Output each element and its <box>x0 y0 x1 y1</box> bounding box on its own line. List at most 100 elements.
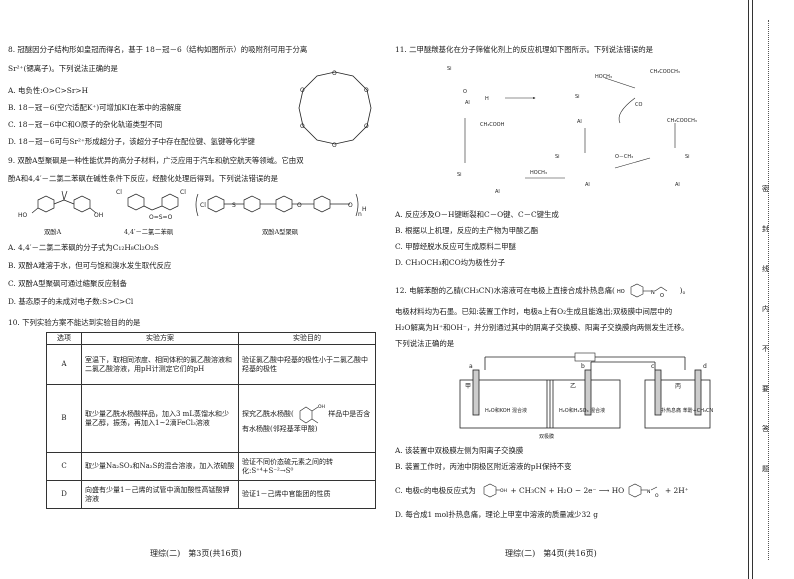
svg-text:Al: Al <box>495 189 500 195</box>
table-row: D 向盛有少量1－己烯的试管中滴加酸性高锰酸钾溶液 验证1－己烯中官能团的性质 <box>46 480 376 509</box>
table-cell: 验证1－己烯中官能团的性质 <box>238 480 376 509</box>
q12-stem-line2: 电极材料均为石墨。已知:装置工作时，电极a上有O₂生成且能逸出;双极膜中间层中的 <box>395 307 673 316</box>
row-b-goal-part2: 样品中是否含有水杨酸(邻羟基苯甲酸) <box>242 410 371 433</box>
electrolysis-apparatus: a b c d 甲 乙 丙 H₂O和KOH 混合液 H₂O和H₂SO₄ 混合液 … <box>459 352 714 440</box>
q10-table: 选项 实验方案 实验目的 A 室温下，取相同浓度、相同体积的氯乙酸溶液和二氯乙酸… <box>46 332 376 509</box>
svg-text:Al: Al <box>577 119 582 125</box>
right-page: 11. 二甲醚羰基化在分子筛催化剂上的反应机理如下图所示。下列说法错误的是 Si… <box>395 0 740 579</box>
q8-stem-line1: 8. 冠醚因分子结构形如皇冠而得名，基于 18－冠－6（结构如图所示）的吸附剂可… <box>8 45 308 54</box>
svg-text:O: O <box>297 202 302 209</box>
svg-text:O: O <box>364 87 369 94</box>
seal-char: 题 <box>762 465 769 473</box>
label-hoch3: HOCH₃ <box>595 74 612 80</box>
cell-jia-label: 甲 <box>465 383 471 390</box>
q11-mechanism-diagram: Si O H Al HOCH₃ CH₃COOCH₃ CH₃COOH CO HOC… <box>447 66 697 195</box>
svg-text:O: O <box>364 123 369 130</box>
seal-char: 要 <box>762 385 769 393</box>
phenol-structure: OH <box>483 483 507 498</box>
q11-stem: 11. 二甲醚羰基化在分子筛催化剂上的反应机理如下图所示。下列说法错误的是 <box>395 45 653 54</box>
q9-stem-line1: 9. 双酚A型聚砜是一种性能优异的高分子材料，广泛应用于汽车和航空航天等领域。它… <box>8 156 304 165</box>
q12-stem-part2: )。 <box>679 286 690 295</box>
q8-stem-line2: Sr²⁺(锶离子)。下列说法正确的是 <box>8 64 118 73</box>
q10-stem: 10. 下列实验方案不能达到实验目的的是 <box>8 318 141 327</box>
svg-text:O=S=O: O=S=O <box>149 214 173 221</box>
left-page: 8. 冠醚因分子结构形如皇冠而得名，基于 18－冠－6（结构如图所示）的吸附剂可… <box>0 0 390 579</box>
table-cell: 取少量Na₂SO₃和Na₂S的混合溶液，加入浓硫酸 <box>81 452 239 481</box>
svg-text:Cl: Cl <box>180 189 186 196</box>
q9-option-a: A. 4,4′－二氯二苯砜的分子式为C₁₂H₈Cl₂O₂S <box>8 243 159 252</box>
q12-option-c-part3: + 2H⁺ <box>664 486 689 495</box>
label-polysulfone: 双酚A型聚砜 <box>262 229 299 236</box>
table-cell: 验证氯乙酸中羟基的极性小于二氯乙酸中羟基的极性 <box>238 344 376 385</box>
seal-dotted-line <box>768 20 770 560</box>
svg-text:Si: Si <box>555 154 560 160</box>
label-hoch3-2: HOCH₃ <box>530 170 547 176</box>
svg-text:Si: Si <box>575 94 580 100</box>
q11-option-c: C. 甲醇经脱水反应可生成原料二甲醚 <box>395 242 516 251</box>
q12-option-c-part1: C. 电极c的电极反应式为 <box>395 486 476 495</box>
q9-option-b: B. 双酚A难溶于水，但可与饱和溴水发生取代反应 <box>8 261 172 270</box>
svg-text:O: O <box>300 87 305 94</box>
svg-text:S: S <box>232 202 236 209</box>
q8-option-a: A. 电负性:O>C>Sr>H <box>8 86 89 95</box>
q8-option-c: C. 18－冠－6中C和O原子的杂化轨道类型不同 <box>8 120 163 129</box>
svg-text:O: O <box>660 293 664 299</box>
table-row: A 室温下，取相同浓度、相同体积的氯乙酸溶液和二氯乙酸溶液，用pH计测定它们的p… <box>46 344 376 385</box>
svg-text:OH: OH <box>94 212 103 219</box>
q9-option-d: D. 基态原子的未成对电子数:S>C>Cl <box>8 297 134 306</box>
solution-jia: H₂O和KOH 混合液 <box>485 407 527 414</box>
table-cell: C <box>46 452 82 481</box>
svg-text:Cl: Cl <box>116 189 122 196</box>
page-footer-right: 理综(二) 第4页(共16页) <box>505 549 597 558</box>
seal-char: 封 <box>762 225 769 233</box>
svg-text:Al: Al <box>585 182 590 188</box>
table-cell: D <box>46 480 82 509</box>
svg-text:N: N <box>647 489 650 495</box>
svg-text:Si: Si <box>457 172 462 178</box>
svg-text:O: O <box>300 123 305 130</box>
table-cell: 向盛有少量1－己烯的试管中滴加酸性高锰酸钾溶液 <box>81 480 239 509</box>
table-header: 实验目的 <box>238 332 376 345</box>
table-cell: 探究乙酰水杨酸( OH 样品中是否含有水杨酸(邻羟基苯甲酸) <box>238 384 376 453</box>
q12-option-d: D. 每合成1 mol扑热息痛，理论上甲室中溶液的质量减少32 g <box>395 510 598 519</box>
label-bisphenol-a: 双酚A <box>44 229 62 236</box>
table-row: B 取少量乙酰水杨酸样品，加入3 mL蒸馏水和少量乙醇，振荡，再加入1~2滴Fe… <box>46 384 376 453</box>
label-ch3cooch3-2: CH₃COOCH₃ <box>667 118 697 124</box>
label-ch3cooch3: CH₃COOCH₃ <box>650 69 680 75</box>
svg-text:O: O <box>332 142 337 149</box>
label-co: CO <box>635 102 642 108</box>
q12-option-b: B. 装置工作时，丙池中阴极区附近溶液的pH保持不变 <box>395 462 572 471</box>
svg-text:H: H <box>362 206 367 213</box>
electrode-a-label: a <box>469 363 473 370</box>
page-footer-left: 理综(二) 第3页(共16页) <box>150 549 242 558</box>
seal-char: 密 <box>762 185 769 193</box>
table-header-row: 选项 实验方案 实验目的 <box>46 332 376 345</box>
electrode-b-label: b <box>581 363 585 370</box>
svg-text:n: n <box>358 211 362 218</box>
svg-text:HO: HO <box>617 289 625 295</box>
crown-ether-structure: O O O O O O <box>298 70 372 149</box>
table-cell: 室温下，取相同浓度、相同体积的氯乙酸溶液和二氯乙酸溶液，用pH计测定它们的pH <box>81 344 239 385</box>
aspirin-structure: OH <box>299 404 325 424</box>
cell-bing-label: 丙 <box>675 383 681 390</box>
label-si: Si <box>447 66 452 72</box>
paracetamol-product-structure: N O <box>628 483 659 499</box>
q12-option-c-part2: + CH₃CN + H₂O − 2e⁻ ⟶ HO <box>510 486 625 495</box>
paracetamol-structure: HO N O <box>617 283 668 299</box>
row-b-goal-part1: 探究乙酰水杨酸( <box>242 410 294 418</box>
binding-line <box>752 0 753 579</box>
q11-option-a: A. 反应涉及O－H键断裂和C－O键、C－C键生成 <box>395 210 559 219</box>
q12-stem-part1: 12. 电解苯酚的乙腈(CH₃CN)水溶液可在电极上直接合成扑热息痛( <box>395 286 615 295</box>
seal-char: 线 <box>762 265 769 273</box>
q12-option-c: C. 电极c的电极反应式为 OH + CH₃CN + H₂O − 2e⁻ ⟶ H… <box>395 483 689 499</box>
table-cell: 验证不同价态硫元素之间的转化:S⁺⁴+S⁻²→S⁰ <box>238 452 376 481</box>
cell-yi-label: 乙 <box>570 383 576 390</box>
seal-char: 内 <box>762 305 769 313</box>
q9-option-c: C. 双酚A型聚砜可通过缩聚反应制备 <box>8 279 127 288</box>
label-o: O <box>463 89 467 95</box>
bipolar-membrane-label: 双极膜 <box>539 433 554 440</box>
svg-text:OH: OH <box>500 488 507 494</box>
svg-text:Si: Si <box>685 154 690 160</box>
svg-text:O: O <box>332 70 337 77</box>
